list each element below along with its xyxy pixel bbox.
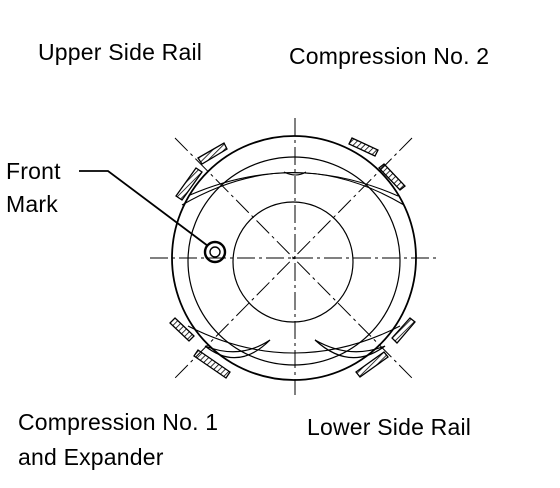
inner-circle	[232, 201, 354, 323]
upper-groove-line	[181, 171, 405, 206]
piston-outline	[171, 135, 417, 381]
outer-circle	[171, 135, 417, 381]
compression-no-1-label: Compression No. 1	[18, 409, 219, 435]
expander-label: and Expander	[18, 444, 164, 470]
upper-side-rail-label: Upper Side Rail	[38, 39, 203, 65]
ring-gap-marks	[169, 137, 416, 379]
lower-groove-line	[187, 325, 401, 354]
compression-no-2-label: Compression No. 2	[289, 43, 490, 69]
front-mark-outer	[203, 240, 227, 264]
front-label: Front	[6, 158, 61, 184]
lower-groove-crescent-left	[204, 339, 271, 359]
middle-circle	[187, 156, 401, 366]
upper-right-gap-mark	[348, 137, 379, 157]
front-mark-leader-line	[79, 170, 209, 247]
diagonal-centerline-b	[174, 137, 413, 379]
lower-side-rail-label: Lower Side Rail	[307, 414, 472, 440]
center-lines	[150, 118, 438, 395]
lower-right-gap-mark	[355, 351, 389, 378]
upper-groove-line-2	[189, 172, 399, 197]
upper-left-gap-mark	[175, 167, 203, 201]
mark-label: Mark	[6, 191, 58, 217]
front-mark	[203, 240, 227, 264]
lower-left-gap-mark	[169, 317, 195, 342]
lower-groove-crescent-right	[314, 339, 386, 359]
front-mark-inner	[209, 246, 221, 258]
